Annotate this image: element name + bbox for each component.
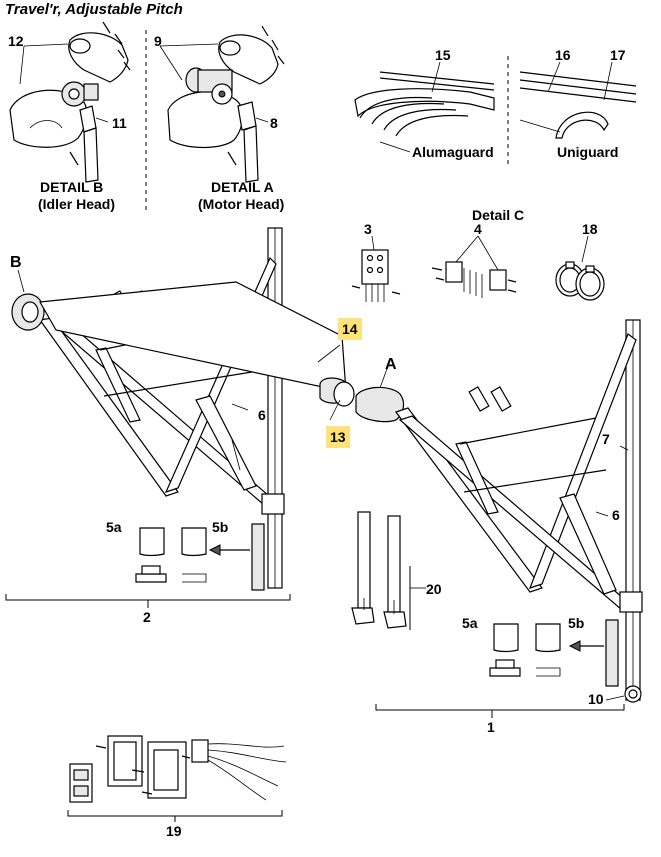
callout-7: 7 xyxy=(602,431,610,447)
callout-6-left: 6 xyxy=(258,407,266,423)
detail-b-subtitle: (Idler Head) xyxy=(38,196,115,212)
uniguard-label: Uniguard xyxy=(557,144,618,160)
callout-5a-left: 5a xyxy=(106,519,122,535)
detail-b-label: DETAIL B xyxy=(40,179,103,195)
callout-a: A xyxy=(385,356,397,373)
part-18-illustration xyxy=(555,235,605,301)
callout-16: 16 xyxy=(555,47,571,63)
callout-13: 13 xyxy=(330,429,346,445)
left-part-5-illustration xyxy=(135,523,265,591)
detail-b-illustration xyxy=(9,21,131,183)
callout-15: 15 xyxy=(435,47,451,63)
callout-5a-right: 5a xyxy=(462,615,478,631)
callout-1: 1 xyxy=(487,719,495,735)
alumaguard-label: Alumaguard xyxy=(412,144,494,160)
part-19-illustration xyxy=(69,735,287,803)
alumaguard-illustration xyxy=(354,61,495,153)
right-awning-illustration xyxy=(355,319,643,703)
detail-a-subtitle: (Motor Head) xyxy=(198,196,284,212)
detail-a-label: DETAIL A xyxy=(211,179,274,195)
assembly-1-bracket xyxy=(375,704,625,711)
part-3-illustration xyxy=(351,235,401,302)
part-20-illustration xyxy=(351,511,426,630)
callout-4: 4 xyxy=(474,221,482,237)
callout-3: 3 xyxy=(364,221,372,237)
diagram-title: Travel'r, Adjustable Pitch xyxy=(5,1,183,18)
callout-12: 12 xyxy=(8,33,24,49)
callout-19: 19 xyxy=(166,823,182,839)
callout-b: B xyxy=(10,254,22,271)
assembly-2-bracket xyxy=(5,594,291,601)
right-part-5-illustration xyxy=(489,619,619,687)
callout-2: 2 xyxy=(143,609,151,625)
callout-18: 18 xyxy=(582,221,598,237)
part-4-illustration xyxy=(431,235,517,298)
callout-11: 11 xyxy=(112,115,127,131)
callout-5b-left: 5b xyxy=(212,519,228,535)
callout-13-highlight xyxy=(326,426,350,448)
callout-6-right: 6 xyxy=(612,507,620,523)
detail-c-label: Detail C xyxy=(472,207,524,223)
callout-10: 10 xyxy=(588,691,604,707)
callout-14-highlight xyxy=(338,318,362,340)
callout-9: 9 xyxy=(154,33,162,49)
callout-5b-right: 5b xyxy=(568,615,584,631)
assembly-19-bracket xyxy=(67,810,283,817)
detail-c-label-text: Detail C xyxy=(472,207,524,223)
left-awning-illustration xyxy=(11,227,355,589)
callout-20: 20 xyxy=(426,581,442,597)
uniguard-illustration xyxy=(519,61,637,139)
callout-14: 14 xyxy=(342,321,358,337)
callout-8: 8 xyxy=(270,115,278,131)
callout-17: 17 xyxy=(610,47,626,63)
detail-a-illustration xyxy=(159,25,285,183)
